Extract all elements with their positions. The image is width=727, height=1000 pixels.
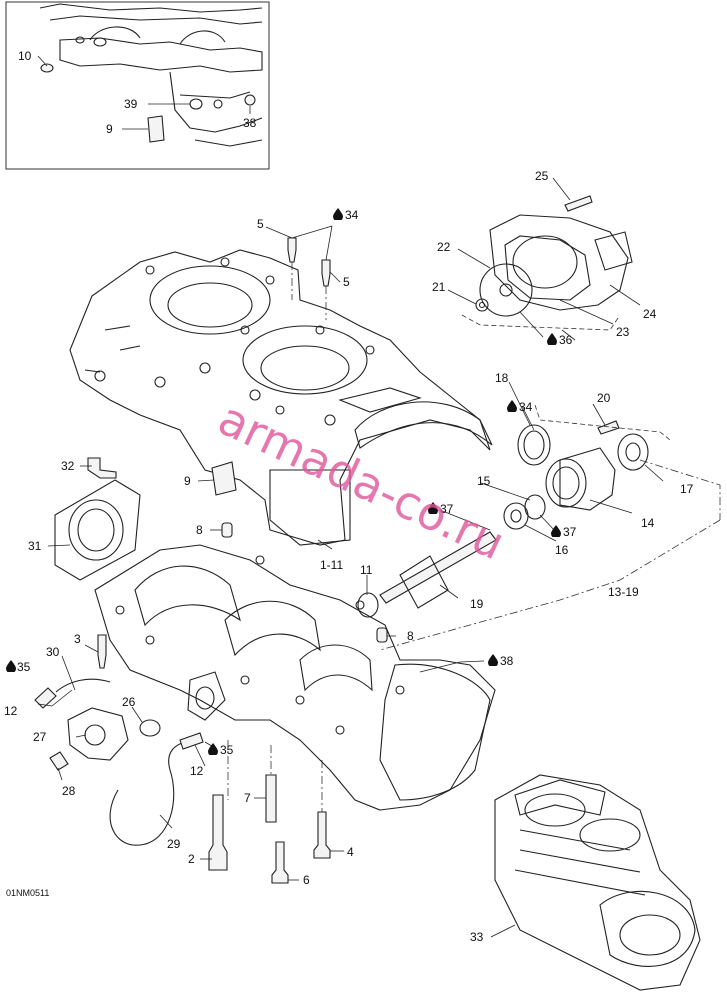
callout-37-right: 37 — [563, 525, 577, 539]
oring-26 — [139, 719, 161, 737]
sealant-drop-icon — [333, 208, 343, 220]
callout-6: 6 — [303, 873, 310, 887]
fasteners-and-parts — [34, 195, 701, 991]
callout-inset-39: 39 — [124, 97, 138, 111]
callout-12-left: 12 — [4, 704, 18, 718]
sealant-drop-icon — [507, 400, 517, 412]
sealant-drop-icon — [551, 525, 561, 537]
screw-20 — [597, 420, 620, 435]
sealant-drop-icon — [6, 660, 16, 672]
dowel-8-lower — [376, 627, 388, 643]
callout-15: 15 — [477, 474, 491, 488]
callout-21: 21 — [432, 280, 446, 294]
clamp-38-inset — [244, 94, 256, 106]
callout-25: 25 — [535, 169, 549, 183]
callout-23: 23 — [616, 325, 630, 339]
callout-37-left: 37 — [440, 502, 454, 516]
callouts: 5 34 5 25 22 21 24 23 36 18 34 20 15 17 … — [4, 169, 694, 944]
impeller-22 — [479, 263, 533, 317]
inset-detail: 10 39 9 38 — [5, 1, 270, 170]
callout-7: 7 — [244, 791, 251, 805]
housing-14 — [559, 447, 616, 511]
screw-32 — [87, 457, 117, 479]
callout-24: 24 — [643, 307, 657, 321]
stud-5-right — [321, 259, 331, 287]
hose-29 — [109, 741, 186, 846]
callout-31: 31 — [28, 539, 42, 553]
callout-29: 29 — [167, 837, 181, 851]
sealant-drop-icon — [547, 333, 557, 345]
stud-7 — [265, 774, 277, 823]
fitting-12-left — [34, 687, 57, 709]
callout-34-top: 34 — [345, 208, 359, 222]
callout-19: 19 — [470, 597, 484, 611]
bolt-3 — [97, 634, 107, 669]
engine-assembly-33 — [494, 774, 701, 991]
sleeve-9 — [211, 461, 237, 496]
screw-28 — [49, 751, 69, 771]
callout-2: 2 — [188, 852, 195, 866]
callout-3: 3 — [74, 632, 81, 646]
callout-1-11: 1-11 — [320, 558, 343, 572]
sealant-drop-icon — [488, 654, 498, 666]
callout-26: 26 — [122, 695, 136, 709]
bearing-16 — [503, 502, 529, 530]
callout-5-right: 5 — [343, 275, 350, 289]
callout-35-left: 35 — [17, 660, 31, 674]
oil-pump-27 — [67, 707, 129, 761]
plug-10-inset — [40, 63, 54, 73]
callout-38: 38 — [500, 654, 514, 668]
callout-22: 22 — [437, 240, 451, 254]
dowel-8-upper — [221, 522, 233, 538]
plate-31 — [54, 479, 141, 581]
callout-20: 20 — [597, 391, 611, 405]
pump-cover-24 — [489, 214, 629, 311]
callout-16: 16 — [555, 543, 569, 557]
seal-18 — [517, 424, 551, 466]
bolt-4 — [313, 811, 331, 859]
stud-5-left — [287, 237, 297, 263]
watermark: armada-co.ru — [210, 391, 513, 570]
callout-18: 18 — [495, 371, 509, 385]
callout-14: 14 — [641, 516, 655, 530]
callout-8-upper: 8 — [196, 523, 203, 537]
fitting-12-right — [179, 732, 204, 750]
cover-17 — [617, 433, 649, 471]
screw-25 — [564, 195, 593, 212]
assembly-lines — [227, 262, 721, 812]
callout-8-lower: 8 — [407, 629, 414, 643]
callout-9: 9 — [184, 474, 191, 488]
callout-13-19: 13-19 — [608, 585, 639, 599]
callout-34-right: 34 — [519, 400, 533, 414]
callout-36: 36 — [559, 333, 573, 347]
callout-17: 17 — [680, 482, 694, 496]
callout-4: 4 — [347, 845, 354, 859]
hose-30 — [55, 678, 111, 693]
callout-35-right: 35 — [220, 743, 234, 757]
callout-30: 30 — [46, 645, 60, 659]
callout-28: 28 — [62, 784, 76, 798]
washer-21 — [475, 298, 489, 312]
lower-crankcase — [94, 544, 496, 811]
callout-12-right: 12 — [190, 764, 204, 778]
diagram-code: 01NM0511 — [6, 888, 49, 898]
bolt-6 — [271, 841, 289, 884]
callout-27: 27 — [33, 730, 47, 744]
sleeve-9-inset — [147, 115, 165, 143]
shaft-19 — [379, 531, 497, 604]
callout-inset-10: 10 — [18, 49, 32, 63]
leader-lines — [37, 177, 664, 938]
callout-inset-38: 38 — [243, 116, 257, 130]
upper-crankcase — [69, 249, 493, 546]
bolt-2 — [208, 794, 228, 871]
callout-32: 32 — [61, 459, 75, 473]
callout-inset-9: 9 — [106, 122, 113, 136]
callout-33: 33 — [470, 930, 484, 944]
callout-5-top: 5 — [257, 217, 264, 231]
callout-11: 11 — [360, 563, 373, 577]
bearing-11 — [357, 592, 379, 618]
